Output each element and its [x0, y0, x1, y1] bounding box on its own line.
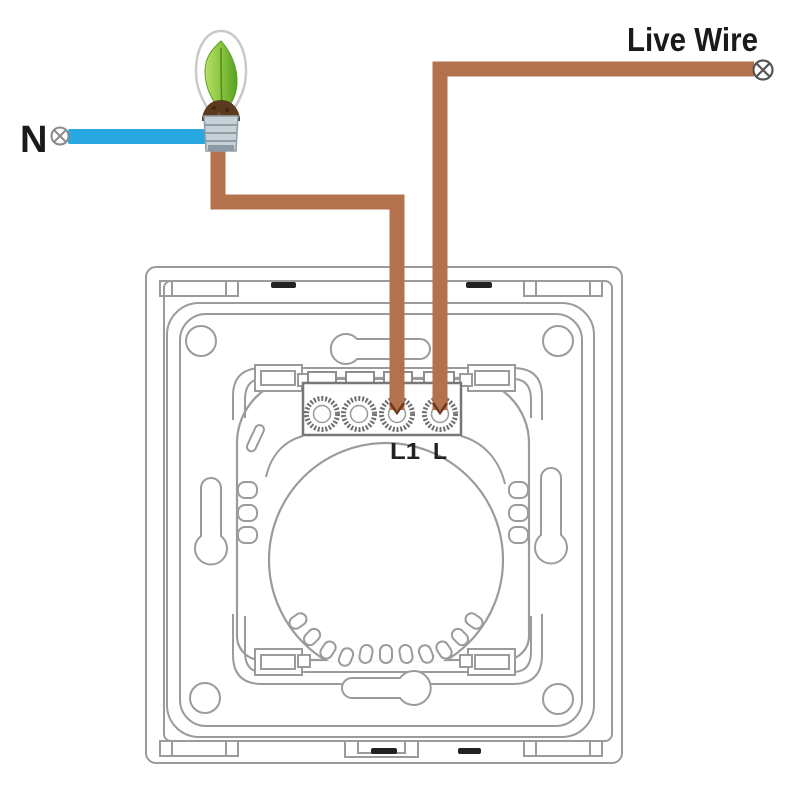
- plate-top-latch-mark: [271, 282, 296, 288]
- plate-recess-inner: [179, 313, 583, 727]
- terminal-screw-1: [304, 396, 340, 432]
- plate-outer-edge: [145, 266, 623, 764]
- screw-hole: [189, 682, 221, 714]
- live-wire-label: Live Wire: [627, 21, 758, 58]
- plate-top-clips: [159, 280, 603, 297]
- claw-slot-top-right: [459, 364, 516, 392]
- bulb-screw-base: [203, 115, 239, 152]
- body-slot: [245, 424, 265, 453]
- body-contour-left: [265, 435, 304, 478]
- screw-hole: [542, 683, 574, 715]
- plate-top-latch-mark: [466, 282, 492, 288]
- terminal-screw-2: [341, 396, 377, 432]
- live-terminal-icon: [752, 59, 774, 81]
- plate-bottom-latch-mark: [371, 748, 397, 754]
- bottom-vent-holes: [288, 612, 484, 667]
- terminal-block: L1 L: [301, 371, 463, 464]
- mounting-slot-left: [194, 477, 228, 566]
- live-wire: [432, 61, 754, 410]
- frame-corner-bottom-right: [512, 614, 543, 685]
- mounting-slot-right: [534, 467, 568, 565]
- claw-slot-top-left: [254, 364, 311, 392]
- lamp-to-switch-wire: [210, 146, 405, 410]
- neutral-label: N: [20, 119, 47, 161]
- terminal-label-l: L: [433, 438, 447, 464]
- mounting-slot-top: [329, 333, 431, 365]
- wire-tips: [388, 402, 449, 416]
- switch-mechanism: [235, 376, 531, 667]
- plate-bottom-latch-mark: [458, 748, 481, 754]
- plate-screw-holes: [185, 325, 574, 715]
- wall-plate: [145, 266, 623, 764]
- terminal-label-l1: L1: [390, 438, 420, 464]
- neutral-terminal-icon: [50, 126, 70, 146]
- screw-hole: [185, 325, 217, 357]
- side-vent-holes: [237, 481, 529, 544]
- body-contour-right: [460, 435, 506, 485]
- claw-slot-bottom-left: [254, 648, 311, 676]
- touch-sensor-housing: [267, 441, 505, 661]
- plate-bottom-clips: [159, 740, 603, 758]
- neutral-wire: [68, 129, 211, 144]
- plate-recess-outer: [166, 302, 595, 738]
- wire-tip-l: [431, 402, 449, 416]
- mounting-slot-bottom: [341, 670, 432, 706]
- light-bulb: [194, 29, 248, 152]
- mounting-slots: [194, 333, 568, 706]
- frame-corner-top-right: [512, 367, 543, 420]
- screw-hole: [542, 325, 574, 357]
- wire-tip-l1: [388, 402, 406, 416]
- frame-claw-slots: [254, 364, 516, 676]
- claw-slot-bottom-right: [459, 648, 516, 676]
